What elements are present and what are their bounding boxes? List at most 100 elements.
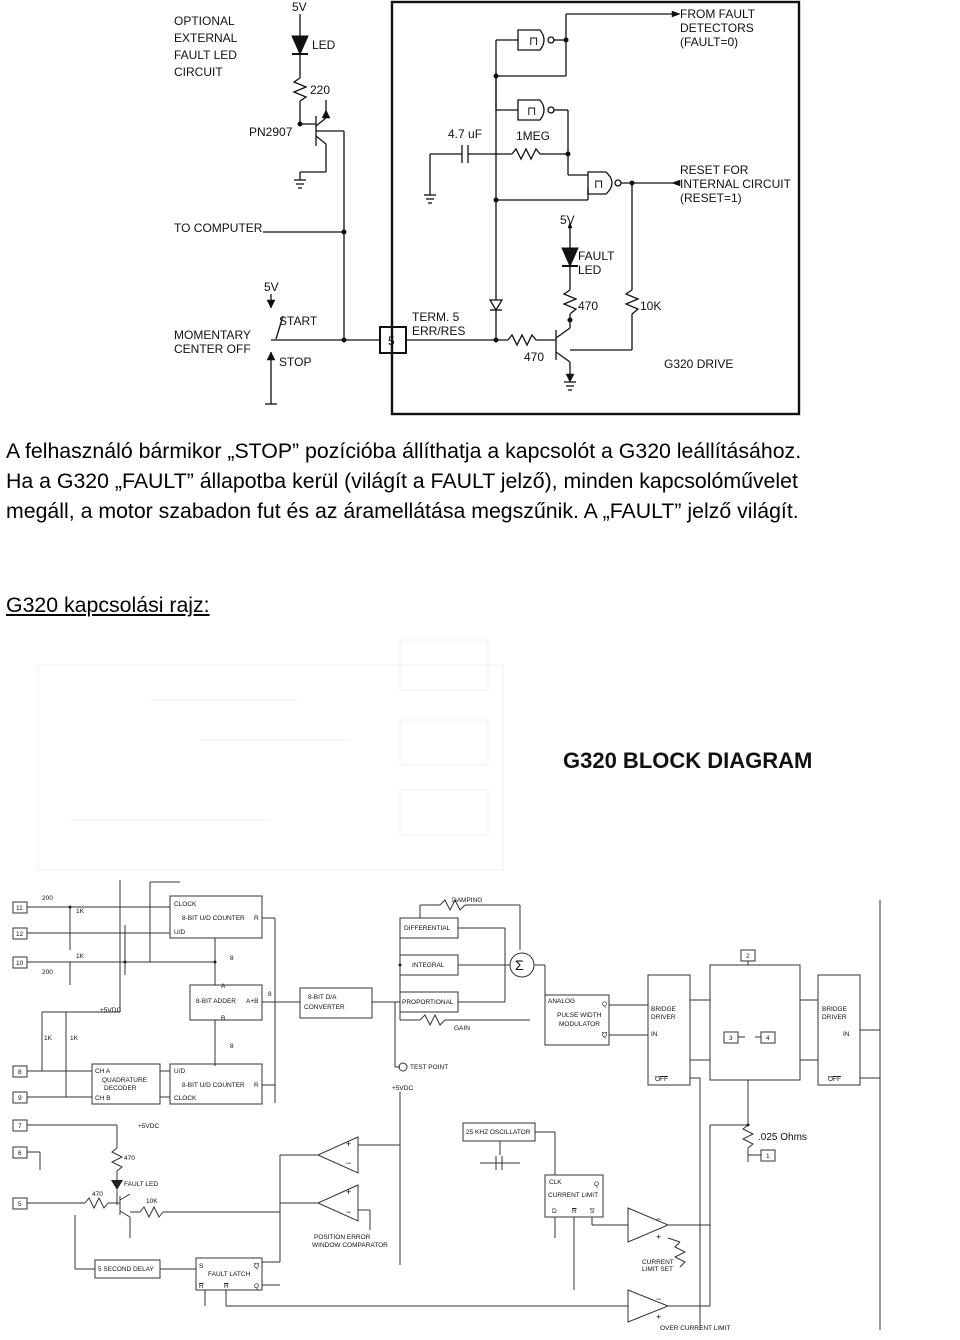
label-fault: FAULT [578, 249, 615, 263]
label-bus-8b: 8 [268, 991, 272, 998]
label-1meg: 1MEG [516, 129, 550, 143]
label-vcc-c: +5VDC [138, 1123, 159, 1130]
label-fault-led: FAULT LED [124, 1181, 158, 1188]
pin-9: 9 [18, 1095, 22, 1102]
label-start: START [279, 314, 318, 328]
label-r1: R [254, 915, 259, 922]
label-cls-2: LIMIT SET [642, 1266, 673, 1273]
label-cha: CH A [95, 1068, 111, 1075]
label-analog: ANALOG [548, 998, 575, 1005]
label-qbar1: Q [602, 1032, 607, 1039]
label-vcc-b: +5VDC [392, 1085, 413, 1092]
label-10k: 10K [146, 1198, 158, 1205]
block-diagram-title: G320 BLOCK DIAGRAM [563, 748, 812, 773]
pin-2: 2 [746, 953, 750, 960]
label-current-limit: CURRENT LIMIT [548, 1192, 598, 1199]
bridge-driver-left [647, 974, 691, 1086]
label-200a: 200 [42, 895, 53, 902]
resistor-470-base [507, 333, 537, 347]
label-counter-1: 8-BIT U/D COUNTER [182, 915, 245, 922]
label-err-res: ERR/RES [412, 324, 465, 338]
svg-text:+: + [346, 1187, 351, 1197]
label-1k-d: 1K [70, 1035, 79, 1042]
label-in-l: IN [651, 1031, 658, 1038]
counter-block-1 [169, 895, 263, 939]
bridge-driver-right [817, 974, 861, 1086]
svg-text:⊓: ⊓ [529, 34, 538, 48]
pin-3: 3 [729, 1035, 733, 1042]
label-pwm-2: MODULATOR [559, 1021, 600, 1028]
label-reset-for: RESET FOR [680, 163, 749, 177]
label-r2: R [254, 1082, 259, 1089]
label-oscillator: 25 KHZ OSCILLATOR [466, 1129, 531, 1136]
label-momentary: MOMENTARY [174, 328, 251, 342]
label-clock: CLOCK [174, 901, 197, 908]
label-10k: 10K [640, 299, 661, 313]
schmitt-inverter-1 [517, 29, 545, 51]
label-220: 220 [310, 83, 330, 97]
label-d: D [552, 1208, 557, 1215]
terminal-number: 5 [388, 334, 395, 348]
test-point-icon [398, 1062, 408, 1072]
label-external: EXTERNAL [174, 31, 238, 45]
label-fault0: (FAULT=0) [680, 35, 738, 49]
label-r4: R [199, 1283, 204, 1290]
pin-10: 10 [16, 960, 24, 967]
label-term5: TERM. 5 [412, 310, 460, 324]
schmitt-nand [587, 171, 613, 195]
label-s2: S [199, 1263, 204, 1270]
label-q1: Q [602, 1001, 607, 1008]
label-bus-8a: 8 [230, 955, 234, 962]
label-g320-drive: G320 DRIVE [664, 357, 733, 371]
counter-block-2 [169, 1063, 263, 1105]
label-r3: R [572, 1208, 577, 1215]
label-poserr-2: WINDOW COMPARATOR [312, 1242, 388, 1249]
label-internal-circuit: INTERNAL CIRCUIT [680, 177, 792, 191]
label-1k-b: 1K [76, 953, 85, 960]
label-bridge-l1: BRIDGE [651, 1006, 677, 1013]
resistor-220 [292, 77, 308, 102]
label-integral: INTEGRAL [412, 962, 445, 969]
label-ud2: U/D [174, 1068, 186, 1075]
description-paragraph: A felhasználó bármikor „STOP” pozícióba … [6, 436, 956, 526]
label-bridge-r1: BRIDGE [822, 1006, 848, 1013]
label-poserr-1: POSITION ERROR [314, 1234, 371, 1241]
paragraph-line-3: megáll, a motor szabadon fut és az árame… [6, 499, 799, 523]
current-limit-comparator [627, 1207, 670, 1243]
label-center-off: CENTER OFF [174, 342, 251, 356]
paragraph-line-1: A felhasználó bármikor „STOP” pozícióba … [6, 439, 802, 463]
label-1k-a: 1K [76, 908, 85, 915]
label-dac-1: 8-BIT D/A [308, 994, 337, 1001]
label-vcc-a: +5VDC [100, 1007, 121, 1014]
quadrature-decoder-block [91, 1063, 161, 1105]
label-circuit: CIRCUIT [174, 65, 223, 79]
label-chb: CH B [95, 1095, 111, 1102]
pin-8: 8 [18, 1069, 22, 1076]
label-470b: 470 [524, 350, 544, 364]
label-fault-led-inner: LED [578, 263, 602, 277]
label-r5: R [224, 1283, 229, 1290]
label-5v-inner: 5V [560, 213, 575, 227]
label-over-current: OVER CURRENT LIMIT [660, 1325, 730, 1332]
resistor-470 [562, 289, 578, 315]
label-delay: 5 SECOND DELAY [98, 1266, 155, 1273]
fault-led-arrow-icon [561, 247, 579, 268]
pin-7: 7 [18, 1123, 22, 1130]
svg-text:−: − [346, 1158, 351, 1168]
label-in-b: B [221, 1015, 225, 1022]
window-comparator-upper [316, 1136, 359, 1174]
sigma-symbol: Σ [515, 957, 524, 973]
label-pn2907: PN2907 [249, 125, 293, 139]
external-fault-led-circuit-schematic: ⊓ ⊓ ⊓ OPTIONAL EXTERNAL FAULT LED CIRCUI… [174, 0, 801, 416]
label-bus-8c: 8 [230, 1043, 234, 1050]
label-cap: 4.7 uF [448, 127, 482, 141]
label-off-r: OFF [828, 1076, 841, 1083]
label-to-computer: TO COMPUTER [174, 221, 263, 235]
label-470a: 470 [578, 299, 598, 313]
label-from-fault: FROM FAULT [680, 7, 756, 21]
schmitt-inverter-2 [517, 99, 545, 121]
label-200b: 200 [42, 969, 53, 976]
label-in-a: A [221, 983, 226, 990]
label-damping: DAMPING [452, 897, 482, 904]
pin-5: 5 [18, 1201, 22, 1208]
